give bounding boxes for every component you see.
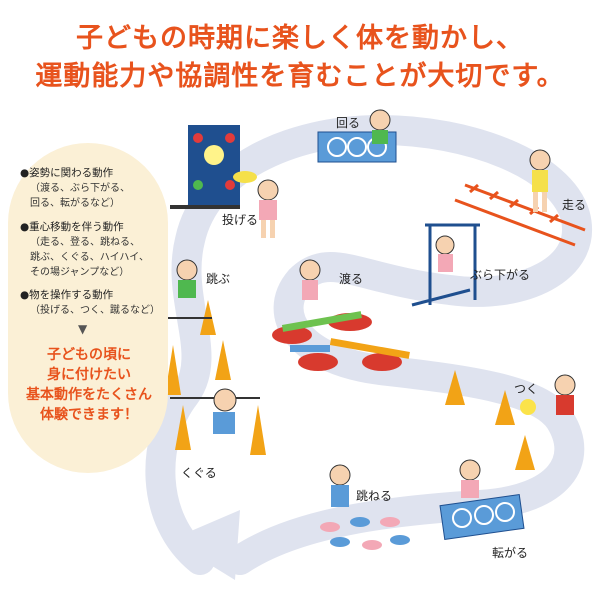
category-detail: 跳ぶ、くぐる、ハイハイ、 bbox=[30, 252, 149, 263]
roll-mat-bottom bbox=[439, 459, 525, 540]
label-mawaru: 回る bbox=[336, 116, 361, 130]
panel-message: 子どもの頃に 身に付けたい 基本動作をたくさん 体験できます！ bbox=[14, 345, 164, 425]
label-nageru: 投げる bbox=[222, 213, 259, 227]
message-line: 子どもの頃に bbox=[47, 347, 131, 363]
path-arrowhead bbox=[170, 510, 240, 580]
category-posture: ●姿勢に関わる動作 （渡る、ぶら下がる、 回る、転がるなど） bbox=[20, 166, 170, 211]
cones bbox=[445, 370, 535, 470]
roll-mat-top bbox=[317, 109, 397, 163]
headline-line-2: 運動能力や協調性を育むことが大切です。 bbox=[35, 61, 565, 92]
balance-beams bbox=[272, 259, 410, 371]
message-line: 基本動作をたくさん bbox=[26, 387, 152, 403]
category-detail: （渡る、ぶら下がる、 bbox=[30, 183, 130, 194]
message-line: 体験できます！ bbox=[40, 407, 138, 423]
label-tsuku: つく bbox=[514, 382, 539, 396]
hopscotch-dots bbox=[320, 464, 410, 550]
category-detail: （走る、登る、跳ねる、 bbox=[30, 237, 140, 248]
down-arrow-icon: ▼ bbox=[78, 322, 88, 336]
label-haneru: 跳ねる bbox=[356, 489, 393, 503]
category-heading: ●重心移動を伴う動作 bbox=[20, 221, 124, 233]
label-burasagaru: ぶら下がる bbox=[470, 268, 531, 282]
child-running bbox=[529, 149, 551, 212]
label-korogaru: 転がる bbox=[492, 546, 529, 560]
headline-line-1: 子どもの時期に楽しく体を動かし、 bbox=[76, 23, 524, 54]
message-line: 身に付けたい bbox=[47, 367, 131, 383]
label-tobu: 跳ぶ bbox=[206, 272, 231, 286]
child-throwing bbox=[233, 171, 279, 238]
category-detail: 回る、転がるなど） bbox=[30, 198, 120, 209]
label-kuguru: くぐる bbox=[181, 466, 217, 480]
category-detail: （投げる、つく、蹴るなど） bbox=[30, 305, 160, 316]
label-hashiru: 走る bbox=[562, 198, 587, 212]
child-bouncing-ball bbox=[520, 374, 576, 415]
info-panel bbox=[8, 143, 168, 473]
duck-hurdles bbox=[165, 340, 266, 455]
category-detail: その場ジャンプなど） bbox=[30, 267, 130, 278]
category-heading: ●物を操作する動作 bbox=[20, 289, 114, 301]
target-board bbox=[170, 125, 240, 209]
label-wataru: 渡る bbox=[339, 272, 364, 286]
child-hanging bbox=[435, 235, 455, 272]
category-object-handling: ●物を操作する動作 （投げる、つく、蹴るなど） bbox=[20, 288, 170, 318]
hanging-bar bbox=[411, 223, 480, 307]
category-heading: ●姿勢に関わる動作 bbox=[20, 167, 114, 179]
category-weight-shift: ●重心移動を伴う動作 （走る、登る、跳ねる、 跳ぶ、くぐる、ハイハイ、 その場ジ… bbox=[20, 220, 170, 280]
